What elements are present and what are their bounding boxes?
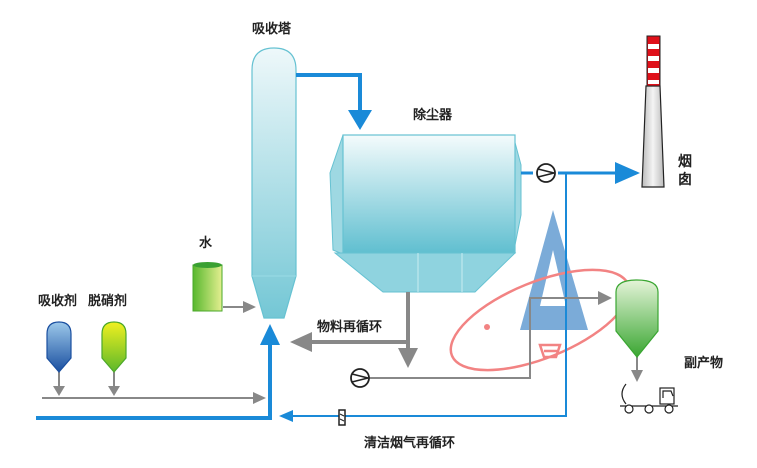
absorbent-tank <box>46 321 72 373</box>
logo-glyph <box>538 343 562 359</box>
arrow-to-tower <box>260 324 280 345</box>
arrow-denitrification-down <box>108 386 120 396</box>
label-absorber-tower: 吸收塔 <box>252 22 292 37</box>
exhaust-fan-icon <box>536 163 556 183</box>
arrow-to-byproduct <box>598 291 612 305</box>
label-chimney: 烟囱 <box>678 154 692 188</box>
label-absorbent: 吸收剂 <box>38 294 78 309</box>
damper-valve-icon <box>338 409 346 426</box>
gas-flow-lines <box>36 73 620 420</box>
truck-icon <box>620 383 678 414</box>
water-tank <box>192 262 223 312</box>
label-clean-flue-gas-recirculation: 清洁烟气再循环 <box>364 436 456 451</box>
arrow-water-to-tower <box>243 301 256 313</box>
label-byproduct: 副产物 <box>684 356 724 371</box>
label-denitrification-agent: 脱硝剂 <box>88 294 128 309</box>
arrow-to-dust-collector <box>348 110 372 130</box>
arrow-to-truck <box>631 370 643 382</box>
byproduct-tank <box>615 279 659 358</box>
arrow-reagent-feed <box>253 392 266 404</box>
arrow-to-chimney <box>615 162 640 184</box>
chimney <box>641 35 665 188</box>
material-flow-lines <box>42 292 638 399</box>
material-pump-icon <box>350 368 370 388</box>
arrow-material-down <box>398 348 418 368</box>
label-water: 水 <box>199 236 213 251</box>
arrow-clean-gas-return <box>279 410 293 422</box>
arrow-absorbent-down <box>53 386 65 396</box>
denitrification-agent-tank <box>101 321 127 373</box>
absorber-tower <box>251 47 297 319</box>
dust-collector <box>329 134 522 293</box>
arrow-material-recirculation <box>290 332 312 352</box>
label-material-recirculation: 物料再循环 <box>317 320 383 335</box>
label-dust-collector: 除尘器 <box>413 108 453 123</box>
